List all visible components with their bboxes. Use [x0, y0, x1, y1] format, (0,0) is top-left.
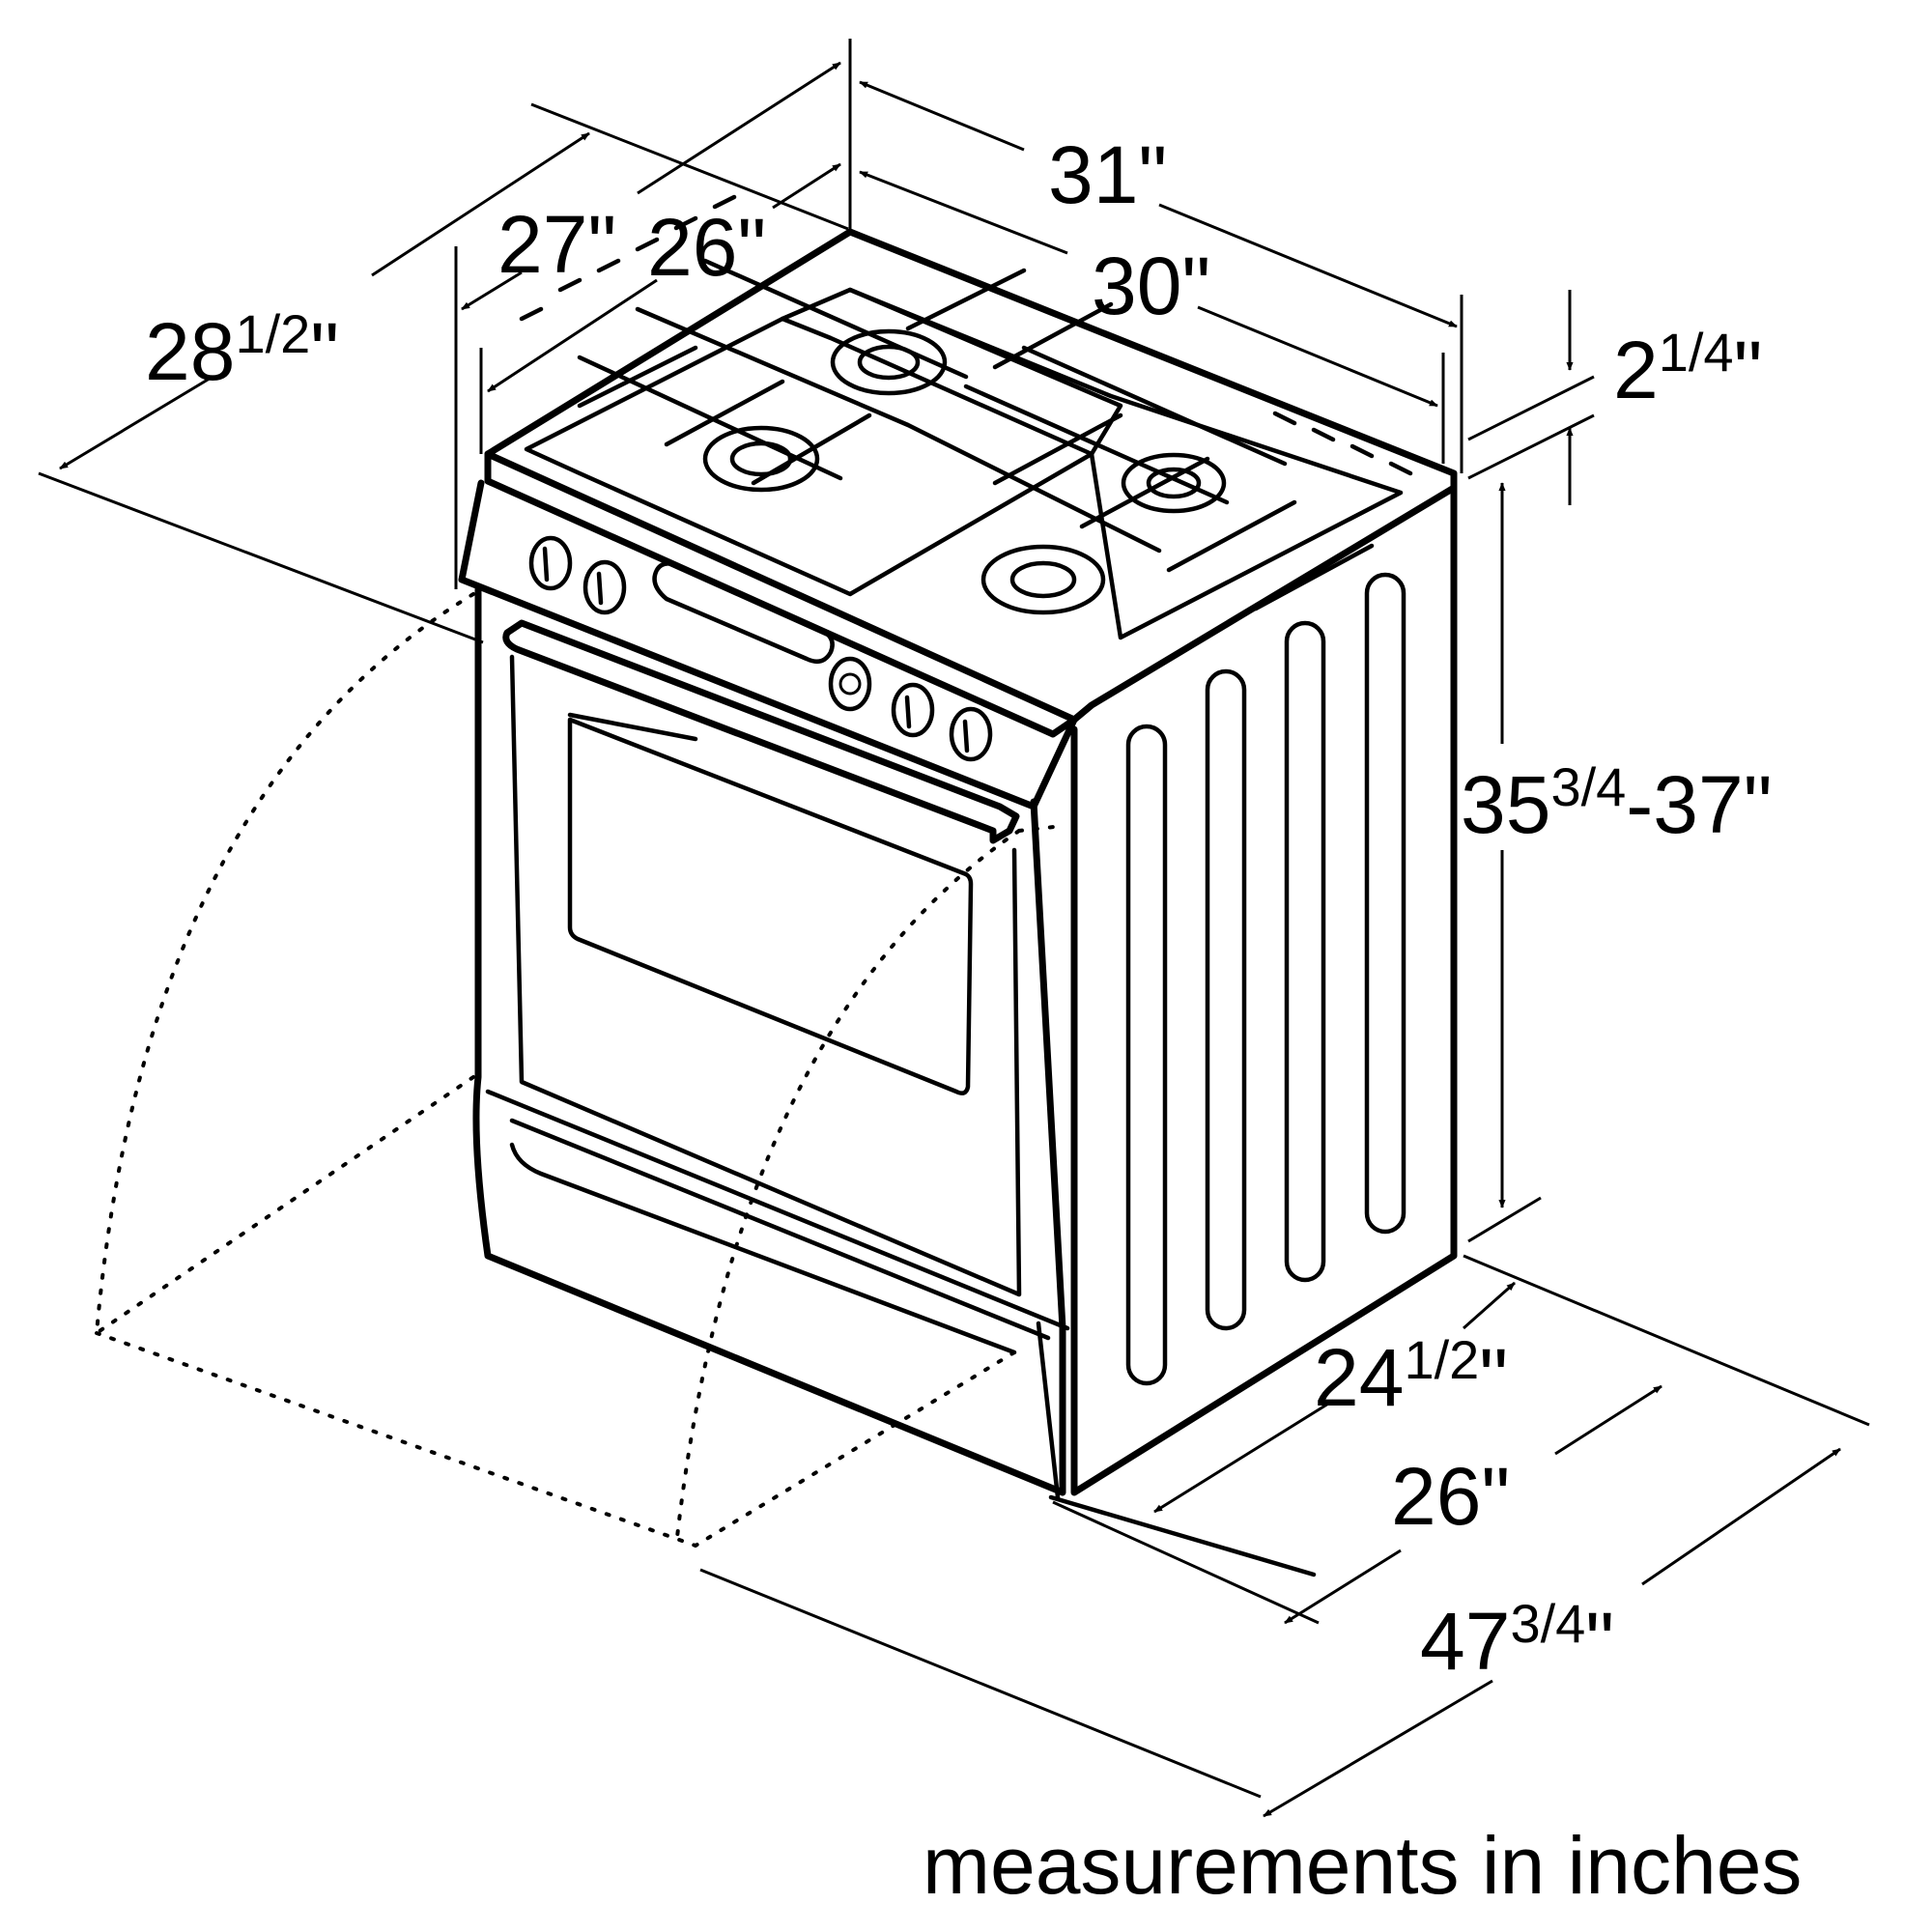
height-whole: 35: [1461, 759, 1550, 850]
door-open-whole: 47: [1420, 1596, 1510, 1687]
width-body-label: 30": [1092, 241, 1210, 331]
base-24-half-label: 241/2": [1314, 1329, 1508, 1423]
side-panel-ribs: [1125, 572, 1406, 1386]
burner-back-left-icon: [830, 328, 948, 396]
depth-26-top-label: 26": [647, 202, 766, 293]
oven-body-front: [472, 585, 1066, 1496]
depth-28-frac: 1/2: [235, 303, 310, 364]
burner-front-left-icon: [702, 425, 820, 493]
cooktop-whole: 2: [1613, 325, 1659, 415]
width-overall-label: 31": [1048, 129, 1167, 220]
burner-front-right-icon: [980, 544, 1106, 615]
depth-28-whole: 28: [145, 306, 235, 397]
knob-3-icon[interactable]: [828, 656, 872, 712]
dimension-lines: [38, 39, 1870, 1818]
depth-27-label: 27": [497, 199, 616, 290]
dimension-labels: 31" 30" 27" 26" 281/2" 21/4" 353/4-37" 2…: [145, 129, 1802, 1911]
cooktop-unit: ": [1734, 325, 1763, 415]
cooktop-grates: [519, 194, 1413, 640]
oven-body-side: [1070, 484, 1458, 1496]
height-rest: -37": [1626, 759, 1772, 850]
door-swing-arc: [95, 592, 1065, 1548]
door-open-unit: ": [1585, 1596, 1614, 1687]
height-frac: 3/4: [1550, 756, 1626, 817]
height-label: 353/4-37": [1461, 756, 1773, 850]
depth-28-unit: ": [310, 306, 339, 397]
base-26-label: 26": [1391, 1451, 1510, 1542]
base-24-frac: 1/2: [1404, 1329, 1479, 1390]
control-panel-slot: [652, 561, 835, 665]
base-24-unit: ": [1479, 1332, 1508, 1423]
cooktop-height-label: 21/4": [1613, 322, 1762, 415]
storage-drawer: [485, 1089, 1070, 1355]
burner-back-right-icon: [1121, 452, 1227, 514]
knob-1-icon[interactable]: [528, 535, 573, 591]
units-caption: measurements in inches: [923, 1820, 1802, 1911]
range-illustration: [458, 194, 1458, 1577]
oven-door: [502, 619, 1020, 844]
knob-5-icon[interactable]: [949, 706, 993, 762]
oven-door-window: [567, 717, 974, 1095]
depth-28-half-label: 281/2": [145, 303, 339, 397]
cooktop-frac: 1/4: [1659, 322, 1734, 383]
door-open-frac: 3/4: [1510, 1593, 1585, 1654]
knob-4-icon[interactable]: [891, 682, 935, 738]
knob-2-icon[interactable]: [582, 559, 627, 615]
base-24-whole: 24: [1314, 1332, 1404, 1423]
door-open-depth-label: 473/4": [1420, 1593, 1614, 1687]
